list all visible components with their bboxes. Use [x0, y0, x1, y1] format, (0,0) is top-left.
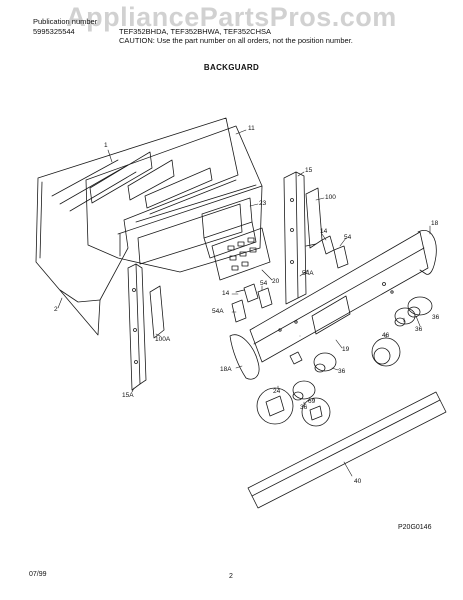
part-18-end-cap [417, 230, 437, 275]
part-15a-side-bracket [127, 263, 147, 391]
part-36-knobs [292, 296, 433, 401]
callout-2: 2 [54, 306, 58, 313]
part-23-control-bracket [201, 197, 257, 259]
publication-label: Publication number [33, 17, 98, 26]
part-15-side-bracket [283, 171, 307, 305]
callout-15a: 15A [122, 392, 134, 399]
part-11-backguard-frame [85, 125, 263, 273]
callout-19: 19 [342, 346, 350, 353]
part-24-switch [256, 387, 294, 425]
part-100-bracket [305, 187, 323, 249]
page-number: 2 [229, 573, 233, 580]
part-small-spacer [289, 351, 303, 365]
part-18a-end-cap [229, 334, 260, 380]
callout-100a: 100A [155, 336, 171, 343]
callout-69: 69 [308, 398, 316, 405]
part-19-control-panel [249, 231, 429, 363]
callout-54-upper: 54 [344, 234, 352, 241]
callout-100: 100 [325, 194, 336, 201]
callout-40: 40 [354, 478, 362, 485]
caution-note: CAUTION: Use the part number on all orde… [119, 36, 353, 45]
part-69-component [301, 397, 331, 427]
callout-14-upper: 14 [320, 228, 328, 235]
part-20-control-board [211, 227, 271, 281]
callout-18: 18 [431, 220, 439, 227]
part-14-54-switches-upper [305, 235, 349, 269]
callout-14-lower: 14 [222, 290, 230, 297]
footer-date: 07/99 [29, 571, 47, 578]
callout-36-a: 36 [432, 314, 440, 321]
watermark: AppliancePartsPros.com [66, 2, 397, 32]
callout-54a-upper: 54A [302, 270, 314, 277]
callout-20: 20 [272, 278, 280, 285]
publication-number: 5995325544 [33, 27, 75, 36]
callout-54a-lower: 54A [212, 308, 224, 315]
callout-24: 24 [273, 388, 281, 395]
callout-36-c: 36 [338, 368, 346, 375]
section-title: BACKGUARD [203, 63, 260, 72]
figure-code: P20G0146 [398, 524, 432, 531]
part-14-54-switches-lower [231, 283, 273, 323]
callout-23: 23 [259, 200, 267, 207]
callout-36-d: 36 [300, 404, 308, 411]
callout-54-lower: 54 [260, 280, 268, 287]
callout-1: 1 [104, 142, 108, 149]
leader-lines [57, 129, 431, 477]
callout-18a: 18A [220, 366, 232, 373]
part-40-trim-strip [247, 391, 447, 509]
part-100a-bracket [149, 285, 165, 339]
callout-46: 46 [382, 332, 390, 339]
callout-36-b: 36 [415, 326, 423, 333]
model-numbers: TEF352BHDA, TEF352BHWA, TEF352CHSA [119, 27, 271, 36]
part-46-knob [371, 337, 401, 367]
callout-11: 11 [248, 125, 255, 132]
callout-15: 15 [305, 167, 313, 174]
